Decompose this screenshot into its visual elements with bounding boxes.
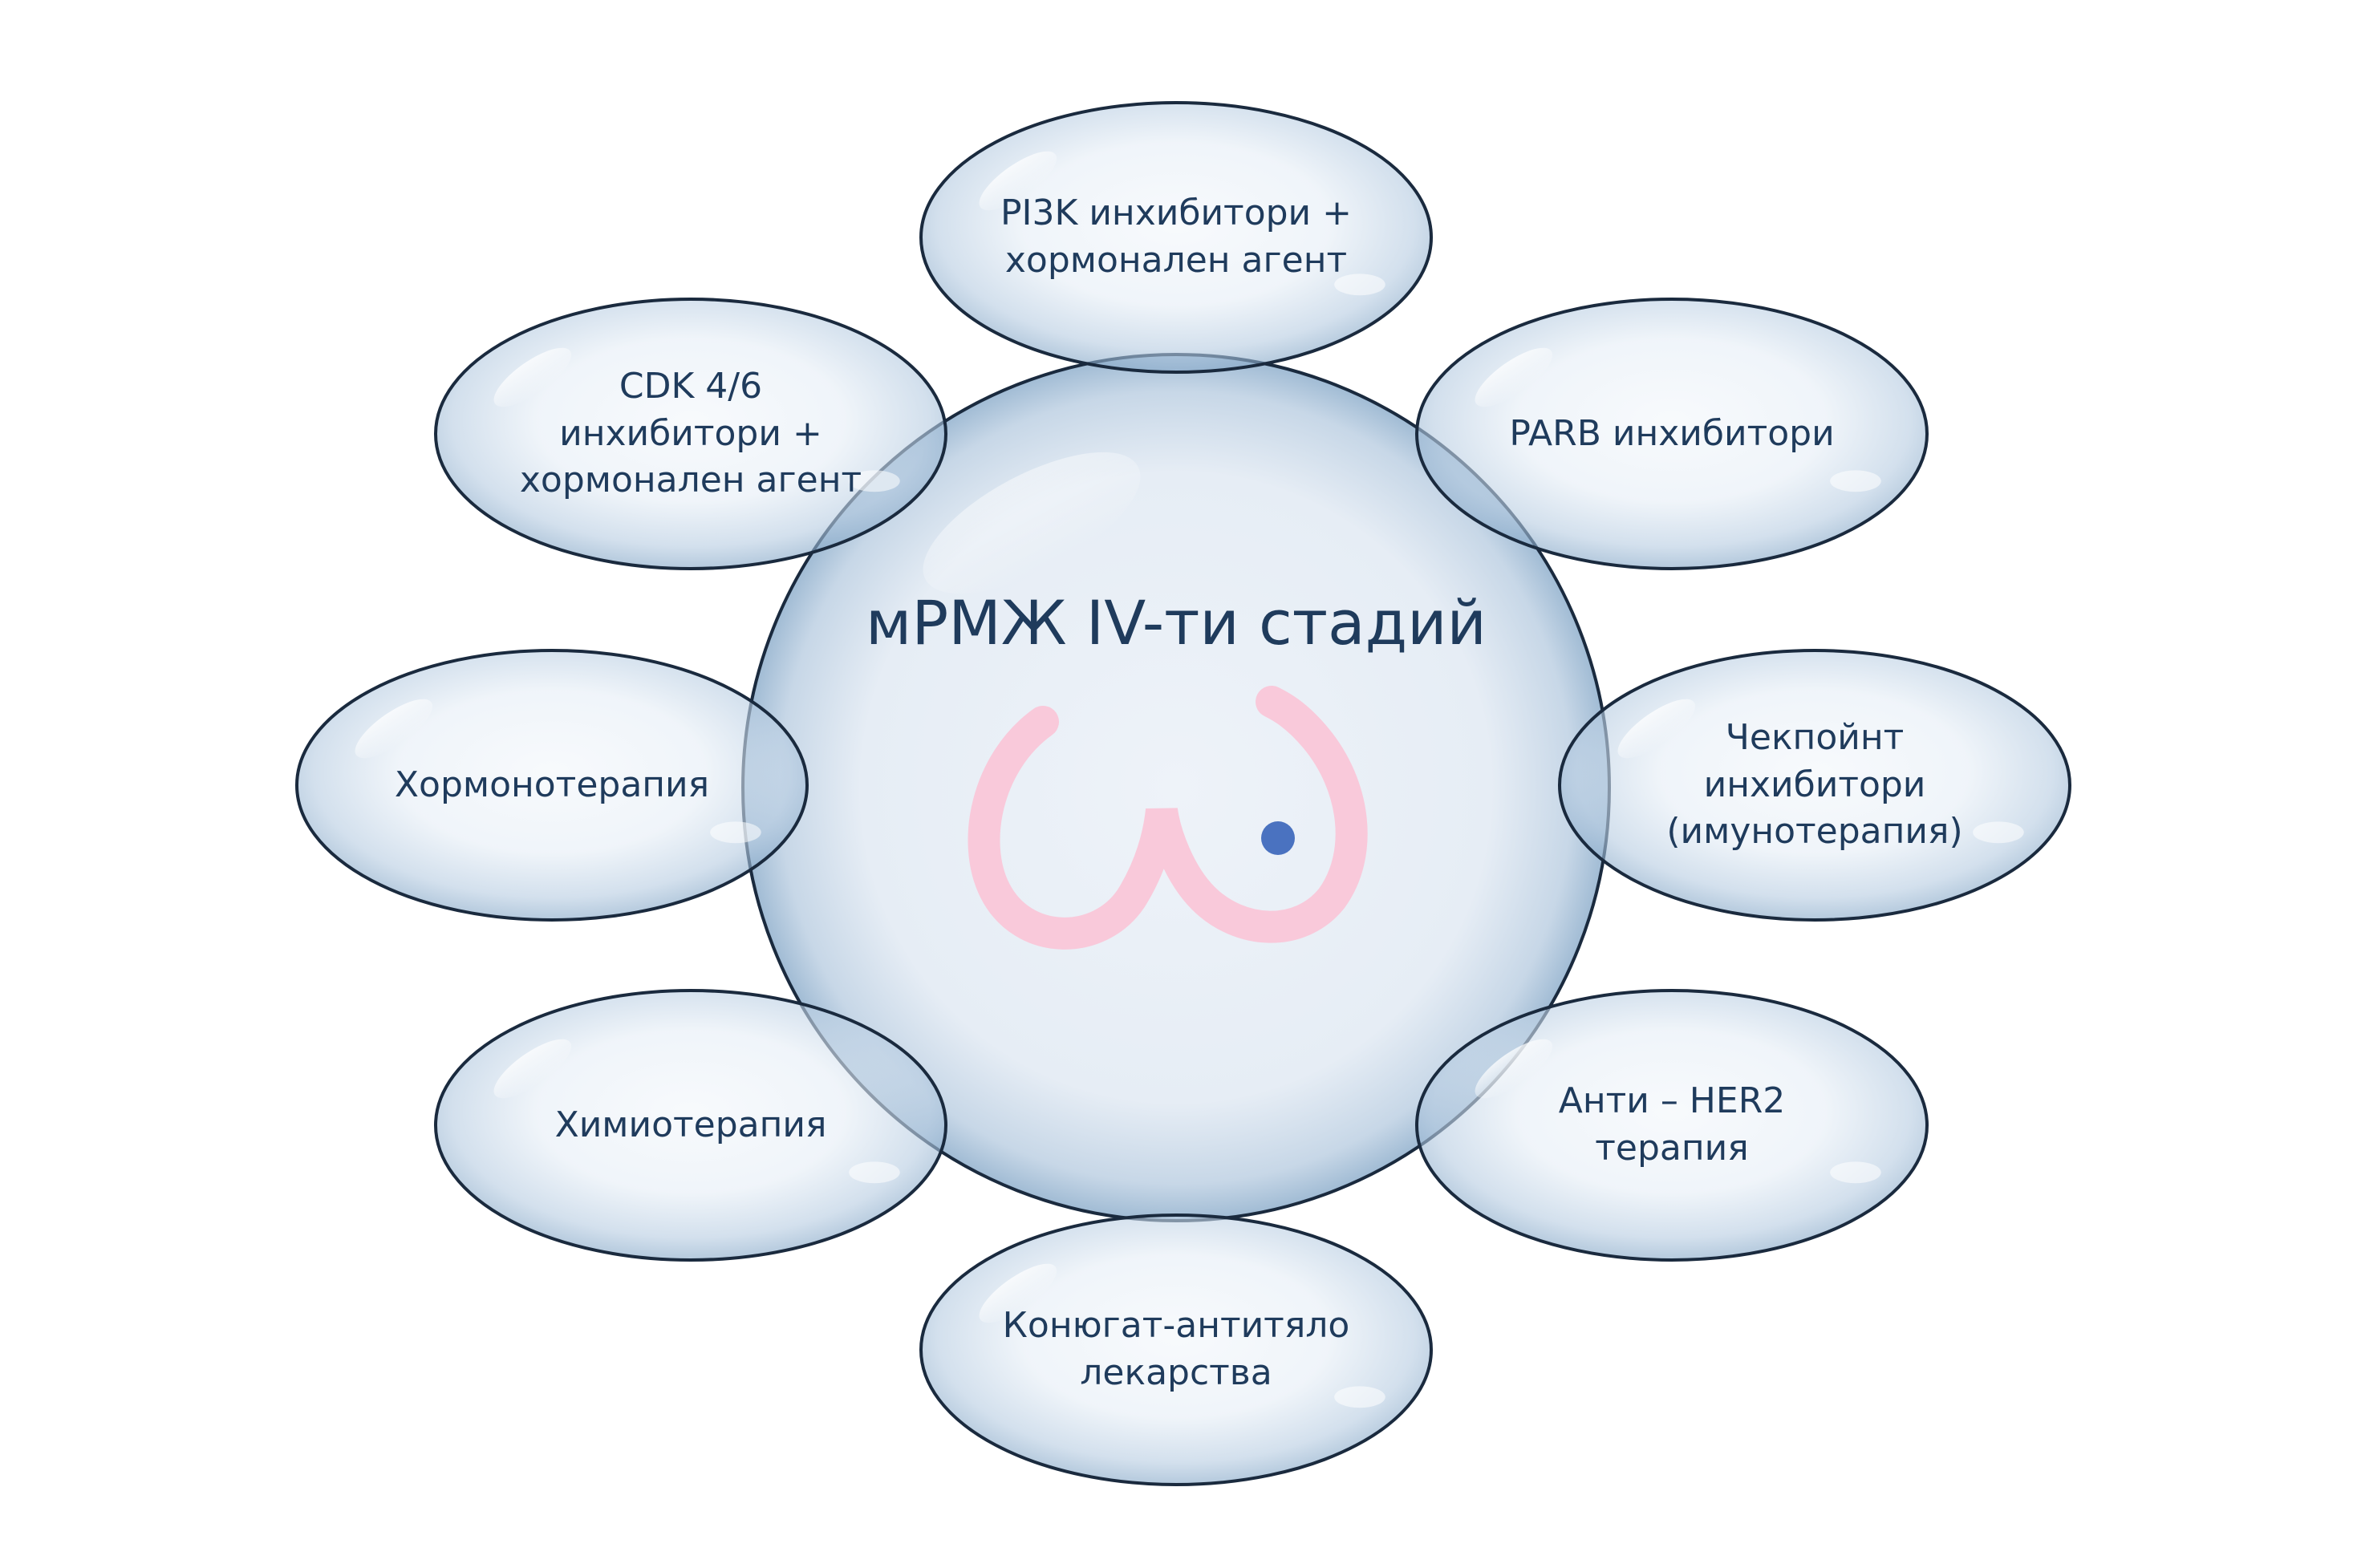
node-ellipse-parb [1415, 298, 1929, 570]
breast-outline-icon [968, 686, 1368, 950]
node-ellipse-cdk [434, 298, 947, 570]
tumor-dot-icon [1261, 821, 1295, 855]
node-ellipse-hormone [295, 649, 809, 922]
node-ellipse-pi3k [919, 101, 1433, 374]
node-ellipse-her2 [1415, 989, 1929, 1262]
node-ellipse-checkpoint [1558, 649, 2071, 922]
diagram-title: мРМЖ ІV-ти стадий [866, 587, 1487, 658]
node-ellipse-chemo [434, 989, 947, 1262]
node-ellipse-adc [919, 1213, 1433, 1486]
